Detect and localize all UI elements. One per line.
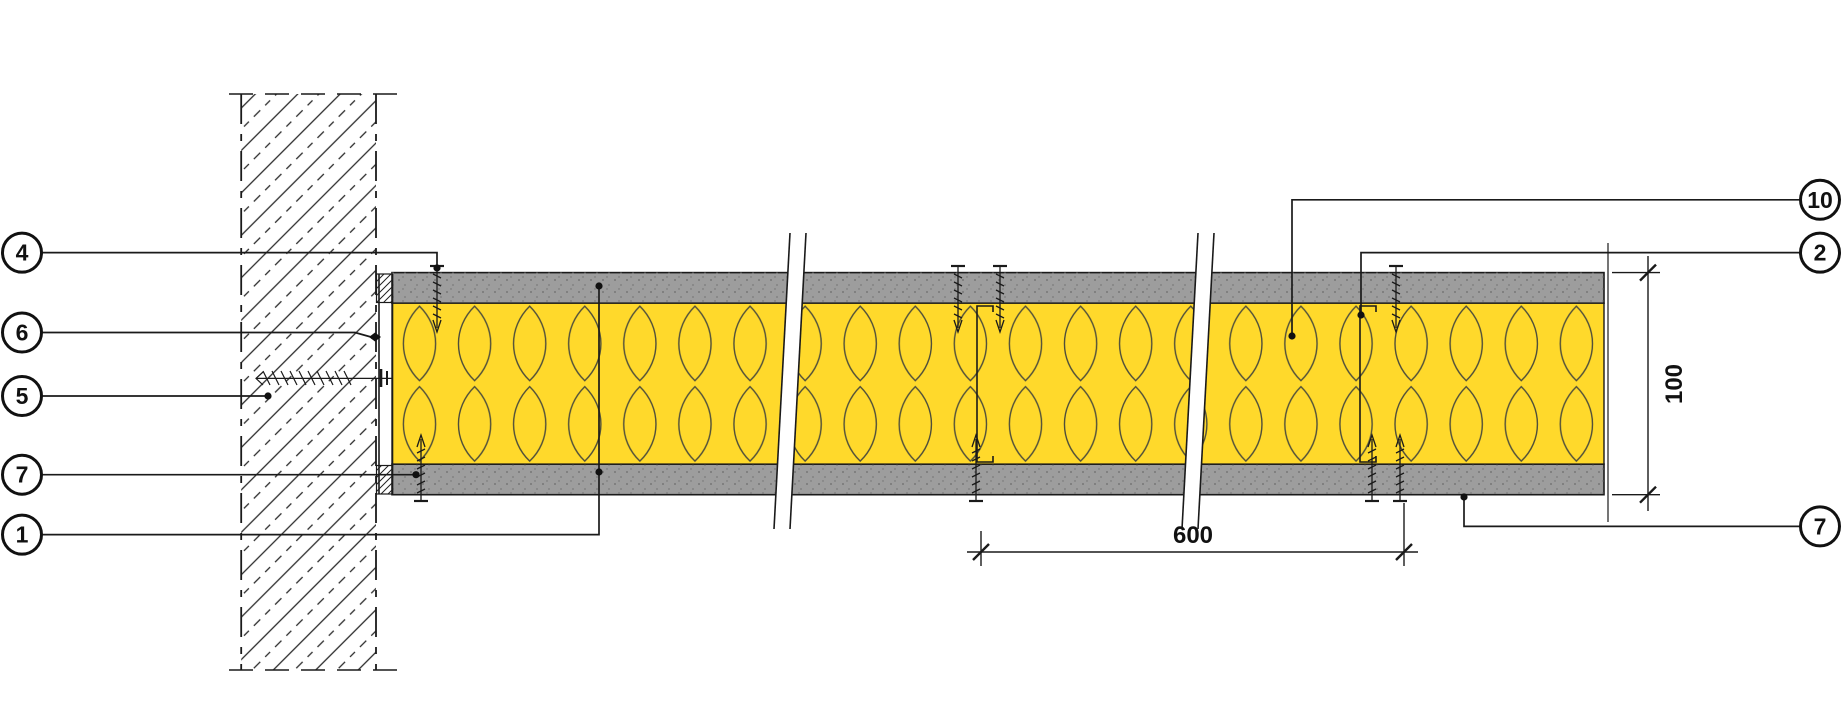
leader-dot — [1460, 493, 1468, 501]
top-board-texture — [392, 272, 1604, 304]
dim-thickness-label: 100 — [1661, 364, 1688, 404]
existing-wall — [229, 93, 407, 671]
sealing-tape-bottom — [375, 464, 394, 495]
leader-callout-6 — [41, 331, 372, 338]
callout-circle — [1, 453, 43, 496]
callout-label: 6 — [16, 320, 29, 346]
callout-circle — [1799, 505, 1841, 548]
callout-label: 7 — [1814, 513, 1827, 539]
leader-callout-1 — [41, 284, 600, 536]
callout-label: 1 — [16, 522, 29, 548]
dim-tick — [972, 543, 990, 561]
break-line-2 — [1181, 232, 1215, 530]
break-stroke — [1197, 232, 1215, 530]
break-stroke — [1181, 232, 1199, 530]
dim-tick — [1395, 543, 1413, 561]
callout-10: 10 — [1799, 178, 1841, 221]
leader-dot — [595, 468, 603, 476]
leader-dot — [433, 264, 441, 272]
leader-dot — [595, 282, 603, 290]
callout-5: 5 — [1, 375, 43, 417]
break-gap — [774, 233, 806, 529]
stud-1 — [976, 305, 994, 463]
callout-1: 1 — [1, 513, 43, 556]
leader-lines — [41, 198, 1801, 536]
leader-callout-10 — [1291, 198, 1801, 334]
callout-label: 10 — [1807, 187, 1833, 213]
leader-dot — [1357, 311, 1365, 319]
break-stroke — [773, 232, 791, 530]
break-stroke — [789, 232, 807, 530]
callout-circle — [1, 231, 43, 274]
break-line-1 — [773, 232, 807, 530]
callouts-right: 10 2 7 — [1799, 178, 1841, 548]
leader-callout-4 — [41, 251, 438, 265]
dim-spacing-label: 600 — [1173, 522, 1213, 549]
dim-spacing: 600 — [967, 503, 1418, 566]
bottom-board-texture — [392, 464, 1604, 495]
callout-circle — [1799, 231, 1841, 274]
leader-callout-2 — [1360, 251, 1801, 313]
partition-assembly — [255, 264, 1605, 503]
callout-circle — [1, 311, 43, 354]
insulation-loop-hatch — [392, 303, 1604, 465]
callouts-left: 4 6 5 7 1 — [1, 231, 43, 556]
callout-circle — [1799, 178, 1841, 221]
callout-7-left: 7 — [1, 453, 43, 496]
callout-circle — [1, 375, 43, 417]
callout-label: 7 — [16, 462, 29, 488]
anchor-tip — [255, 371, 264, 386]
callout-2: 2 — [1799, 231, 1841, 274]
dim-tick — [1639, 485, 1657, 504]
leader-callout-7-right — [1463, 499, 1801, 528]
wall-hatch — [241, 94, 376, 670]
leader-dot — [412, 471, 420, 479]
break-gap — [1182, 233, 1214, 529]
wall-anchor — [255, 369, 392, 387]
callout-label: 4 — [16, 240, 29, 266]
leader-dot — [264, 392, 272, 400]
callout-circle — [1, 513, 43, 556]
callout-4: 4 — [1, 231, 43, 274]
anchor-threads — [262, 370, 352, 386]
leader-dot — [1288, 332, 1296, 340]
callout-7-right: 7 — [1799, 505, 1841, 548]
sealing-tape-top — [375, 273, 394, 304]
dim-tick — [1639, 263, 1657, 282]
stud-2 — [1359, 305, 1377, 463]
callout-6: 6 — [1, 311, 43, 354]
callout-label: 5 — [16, 383, 29, 409]
leader-diamond — [369, 332, 381, 342]
perimeter-track — [375, 273, 394, 495]
callout-label: 2 — [1814, 240, 1827, 266]
dim-thickness: 100 — [1612, 256, 1688, 511]
